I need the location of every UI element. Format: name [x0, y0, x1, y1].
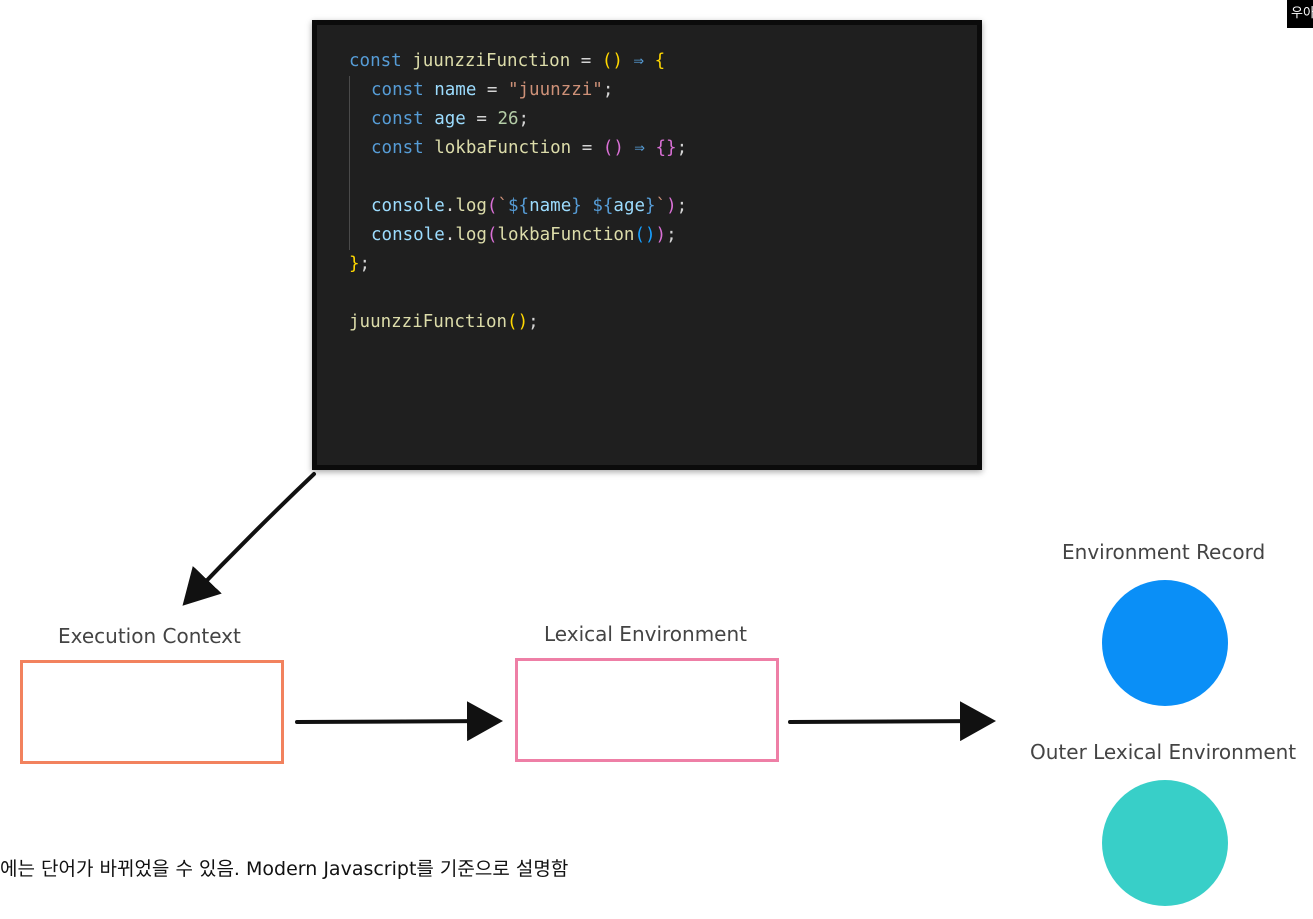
code-token: )	[666, 196, 677, 216]
code-line: const lokbaFunction = () ⇒ {};	[349, 134, 687, 163]
indent-guide	[349, 221, 371, 250]
code-token: ;	[528, 312, 539, 332]
code-line: const age = 26;	[349, 105, 687, 134]
code-token: ;	[666, 225, 677, 245]
arrow-code-to-execution-context	[182, 472, 316, 606]
code-token: lokbaFunction	[434, 138, 572, 158]
code-snippet-panel: const juunzziFunction = () ⇒ {const name…	[312, 20, 982, 470]
footnote-text: 에는 단어가 바뀌었을 수 있음. Modern Javascript를 기준으…	[0, 858, 569, 880]
code-token: }	[645, 196, 656, 216]
code-token: .	[444, 196, 456, 216]
code-line: console.log(lokbaFunction());	[349, 221, 687, 250]
code-token: juunzziFunction	[349, 312, 508, 332]
indent-guide	[349, 163, 371, 192]
code-token: .	[444, 225, 456, 245]
execution-context-box	[20, 660, 284, 764]
code-token: name	[434, 80, 477, 100]
indent-guide	[349, 192, 371, 221]
code-token: )	[655, 225, 667, 245]
code-token: age	[434, 109, 466, 129]
code-token: =	[571, 138, 603, 158]
code-token: }	[349, 254, 360, 274]
arrow-execution-to-lexical	[295, 701, 503, 742]
code-token: ;	[602, 80, 614, 100]
code-token: lokbaFunction	[497, 225, 635, 245]
code-token: ()	[602, 138, 624, 158]
code-token: console	[371, 225, 445, 245]
code-line: const juunzziFunction = () ⇒ {	[349, 47, 687, 76]
code-token: `	[497, 196, 509, 216]
code-token: ⇒	[623, 138, 656, 158]
code-token: 26	[497, 109, 519, 129]
outer-lexical-environment-circle	[1102, 780, 1228, 906]
code-token: console	[371, 196, 445, 216]
code-line	[349, 163, 687, 192]
code-token: {	[654, 51, 666, 71]
lexical-environment-label: Lexical Environment	[544, 622, 748, 646]
code-token: (	[486, 196, 498, 216]
code-token: ;	[518, 109, 530, 129]
code-token: log	[455, 225, 487, 245]
code-line: };	[349, 250, 687, 279]
indent-guide	[349, 105, 371, 134]
code-token: ${	[508, 196, 530, 216]
code-token: ⇒	[622, 51, 655, 71]
code-token: ()	[601, 51, 623, 71]
code-lines: const juunzziFunction = () ⇒ {const name…	[349, 47, 687, 337]
environment-record-circle	[1102, 580, 1228, 706]
code-token: const	[371, 109, 435, 129]
code-token: =	[476, 80, 508, 100]
code-token: "juunzzi"	[507, 80, 603, 100]
indent-guide	[349, 134, 371, 163]
code-token: (	[486, 225, 498, 245]
outer-lexical-environment-label: Outer Lexical Environment	[1030, 740, 1297, 764]
code-token: ;	[676, 138, 688, 158]
code-line: const name = "juunzzi";	[349, 76, 687, 105]
code-token: const	[371, 80, 435, 100]
code-token: ${	[592, 196, 614, 216]
corner-badge: 우아	[1287, 0, 1313, 28]
code-token: name	[529, 196, 572, 216]
code-token: juunzziFunction	[412, 51, 571, 71]
execution-context-label: Execution Context	[58, 624, 241, 648]
indent-guide	[349, 76, 371, 105]
code-token: ()	[507, 312, 529, 332]
code-token: }	[571, 196, 582, 216]
code-token: ()	[634, 225, 656, 245]
code-token: ;	[676, 196, 688, 216]
arrow-lexical-to-records	[788, 701, 996, 742]
lexical-environment-box	[515, 658, 779, 762]
code-token: =	[570, 51, 602, 71]
code-line: juunzziFunction();	[349, 308, 687, 337]
code-line: console.log(`${name} ${age}`);	[349, 192, 687, 221]
code-token: log	[455, 196, 487, 216]
code-token: {}	[655, 138, 677, 158]
code-token: const	[371, 138, 435, 158]
code-token: age	[613, 196, 646, 216]
code-token: =	[465, 109, 498, 129]
code-token: ;	[359, 254, 371, 274]
environment-record-label: Environment Record	[1062, 540, 1266, 564]
code-token: const	[349, 51, 413, 71]
code-token: `	[655, 196, 667, 216]
